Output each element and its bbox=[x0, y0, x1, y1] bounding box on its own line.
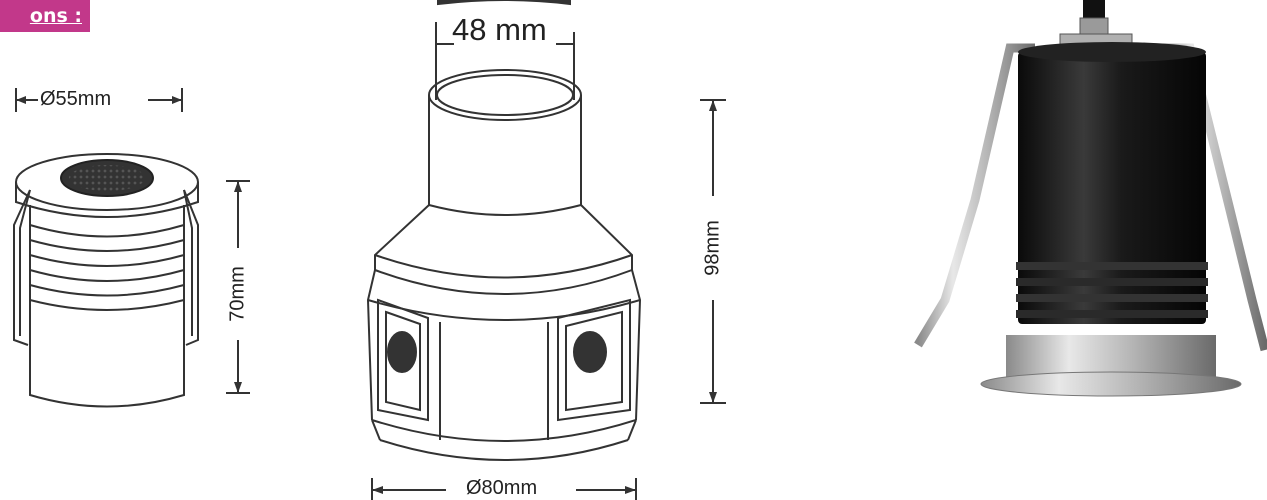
small-diameter-label: Ø55mm bbox=[40, 88, 112, 110]
section-header-text: ons : bbox=[29, 5, 82, 27]
large-fixture-drawing bbox=[366, 0, 726, 500]
small-fixture-drawing bbox=[13, 88, 250, 408]
product-photo bbox=[914, 0, 1267, 397]
large-height-label: 98mm bbox=[701, 220, 724, 276]
small-height-label: 70mm bbox=[226, 266, 249, 322]
section-header-tag: ons : bbox=[0, 0, 90, 32]
large-base-diameter-label: Ø80mm bbox=[466, 477, 538, 499]
large-top-diameter-label: 48 mm bbox=[452, 12, 547, 47]
